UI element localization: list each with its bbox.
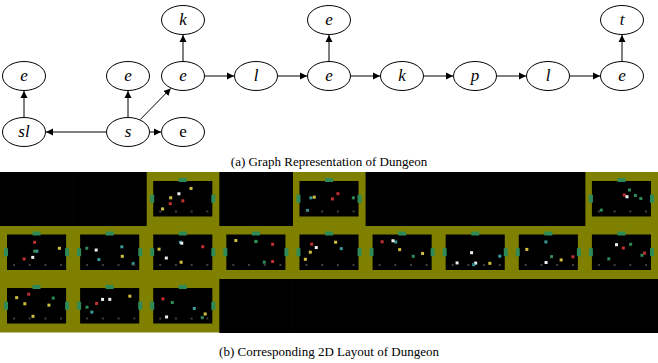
edge-arrow [622,35,623,61]
node-label: t [620,10,625,30]
edge-arrow [424,76,453,77]
graph-node: sl [2,117,46,147]
graph-node: p [453,61,497,91]
edge-arrow [24,91,25,117]
edge-arrow [497,76,526,77]
graph-node: l [234,61,278,91]
node-label: e [618,66,626,86]
graph-node: e [307,61,351,91]
graph-node: l [526,61,570,91]
node-label: e [179,66,187,86]
node-label: l [254,66,259,86]
node-label: e [20,66,28,86]
graph-node: t [600,5,644,35]
graph-node: k [161,5,205,35]
node-label: k [398,66,406,86]
edge-arrow [140,88,171,119]
node-label: e [325,10,333,30]
edge-arrow [183,35,184,61]
edge-arrow [351,76,380,77]
graph-node: e [161,61,205,91]
edge-arrow [46,132,106,133]
graph-node: e [600,61,644,91]
edge-arrow [205,76,234,77]
edge-arrow [570,76,600,77]
caption: (a) Graph Representation of Dungeon [231,154,427,170]
node-label: e [325,66,333,86]
node-label: p [471,66,480,86]
edge-arrow [150,132,161,133]
node-label: k [179,10,187,30]
graph-node: e [161,117,205,147]
edge-arrow [329,35,330,61]
edge-arrow [278,76,307,77]
graph-node: e [2,61,46,91]
graph-node: s [106,117,150,147]
node-label: e [179,122,187,142]
graph-node: e [307,5,351,35]
graph-node: k [380,61,424,91]
node-label: l [546,66,551,86]
node-label: s [125,122,132,142]
node-label: sl [18,122,29,142]
graph-node: e [106,61,150,91]
caption: (b) Corresponding 2D Layout of Dungeon [219,344,439,360]
edge-arrow [128,91,129,117]
node-label: e [124,66,132,86]
